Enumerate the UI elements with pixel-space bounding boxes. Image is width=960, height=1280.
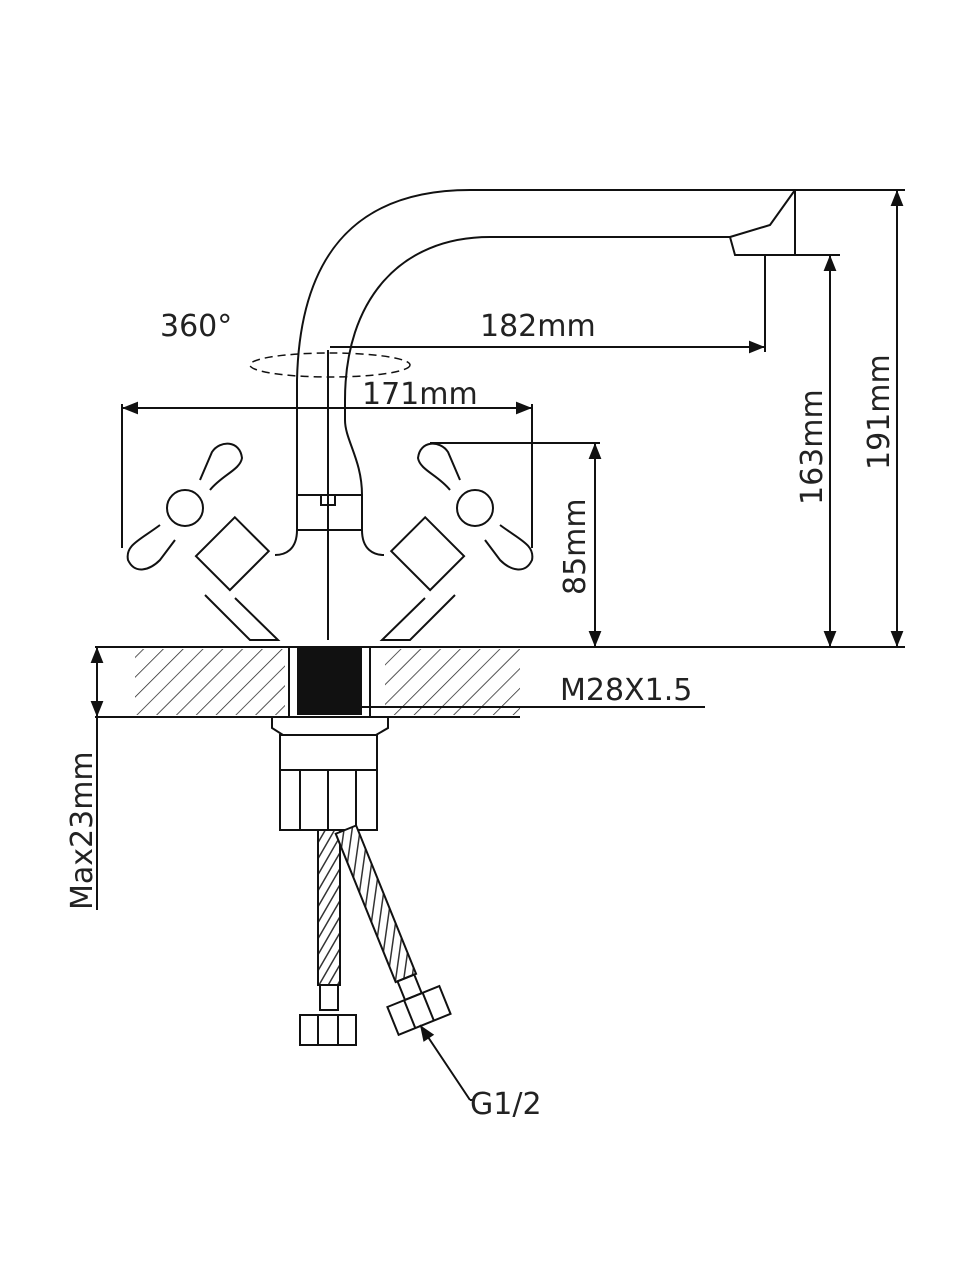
- mounting-nut: [271, 716, 389, 831]
- faucet-body: [249, 350, 411, 640]
- max-deck-thickness-label: Max23mm: [65, 751, 100, 910]
- spout: [296, 189, 796, 500]
- hoses: [299, 824, 452, 1046]
- hose-connection-label: G1/2: [470, 1087, 542, 1122]
- rotation-label: 360°: [160, 309, 232, 344]
- spout-height-label: 163mm: [795, 389, 830, 505]
- threaded-shank: [297, 647, 362, 715]
- countertop-section: [95, 646, 905, 718]
- thread-label: M28X1.5: [560, 673, 692, 708]
- dimension-lines: [90, 189, 905, 1101]
- left-handle: [126, 442, 281, 641]
- spout-reach-label: 182mm: [480, 309, 596, 344]
- right-handle: [379, 442, 534, 641]
- total-height-label: 191mm: [862, 354, 897, 470]
- handle-height-label: 85mm: [558, 498, 593, 595]
- handle-span-label: 171mm: [362, 377, 478, 412]
